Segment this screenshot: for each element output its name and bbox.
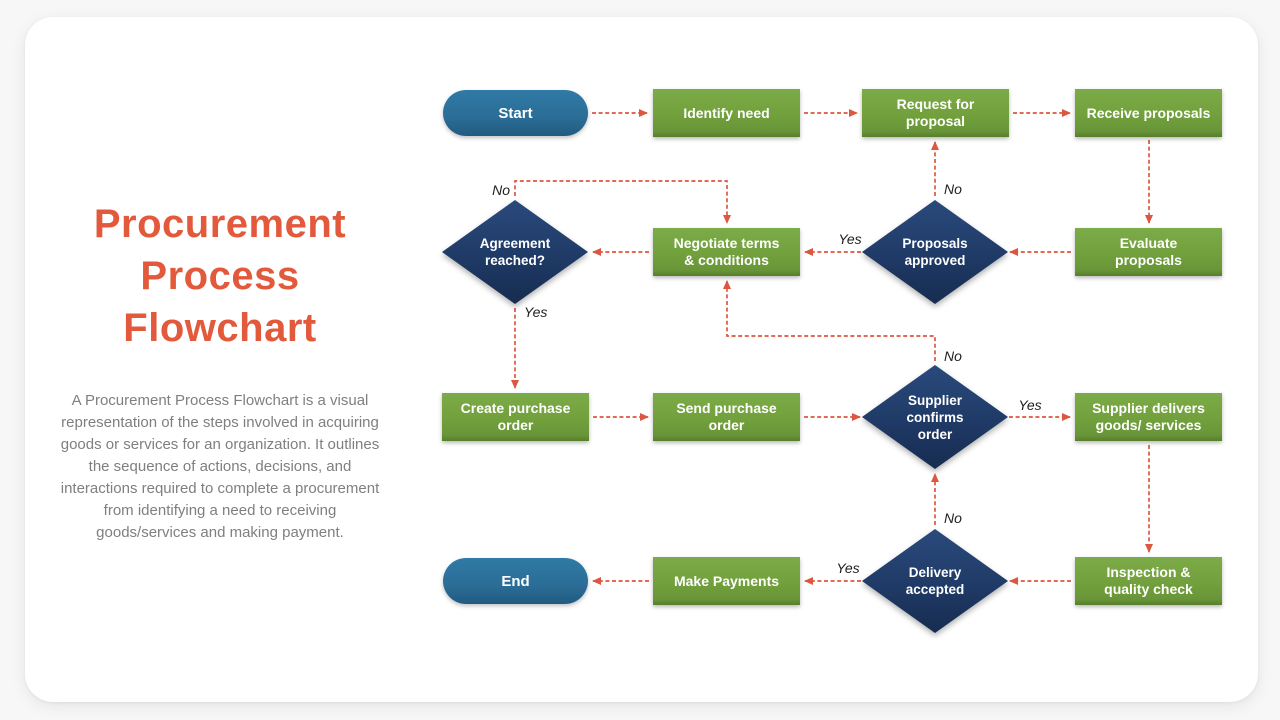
edge-label-proposals-yes: Yes [838,231,862,247]
left-panel: Procurement Process Flowchart A Procurem… [40,198,400,544]
node-negotiate-terms: Negotiate terms & conditions [653,228,800,276]
edge-label-agreement-no: No [492,182,510,198]
node-request-for-proposal: Request for proposal [862,89,1009,137]
slide-card [25,17,1258,702]
node-start: Start [443,90,588,136]
page-title: Procurement Process Flowchart [93,202,347,350]
delivery-accepted-diamond: Delivery accepted [862,529,1008,633]
node-supplier-confirms-order: Supplier confirms order [862,365,1008,469]
agreement-reached-diamond: Agreement reached? [442,200,588,304]
edge-label-proposals-no: No [944,181,962,197]
description-text: A Procurement Process Flowchart is a vis… [60,392,380,541]
node-proposals-approved: Proposals approved [862,200,1008,304]
node-supplier-delivers: Supplier delivers goods/ services [1075,393,1222,441]
node-evaluate-proposals: Evaluate proposals [1075,228,1222,276]
edge-label-supplier-yes: Yes [1018,397,1042,413]
edge-label-agreement-yes: Yes [524,304,548,320]
node-send-purchase-order: Send purchase order [653,393,800,441]
supplier-confirms-order-diamond: Supplier confirms order [862,365,1008,469]
node-identify-need: Identify need [653,89,800,137]
node-delivery-accepted: Delivery accepted [862,529,1008,633]
edge-label-delivery-yes: Yes [836,560,860,576]
node-end: End [443,558,588,604]
edge-label-supplier-no: No [944,348,962,364]
node-create-purchase-order: Create purchase order [442,393,589,441]
proposals-approved-diamond: Proposals approved [862,200,1008,304]
edge-label-delivery-no: No [944,510,962,526]
node-receive-proposals: Receive proposals [1075,89,1222,137]
node-agreement-reached: Agreement reached? [442,200,588,304]
node-make-payments: Make Payments [653,557,800,605]
node-inspection-quality-check: Inspection & quality check [1075,557,1222,605]
